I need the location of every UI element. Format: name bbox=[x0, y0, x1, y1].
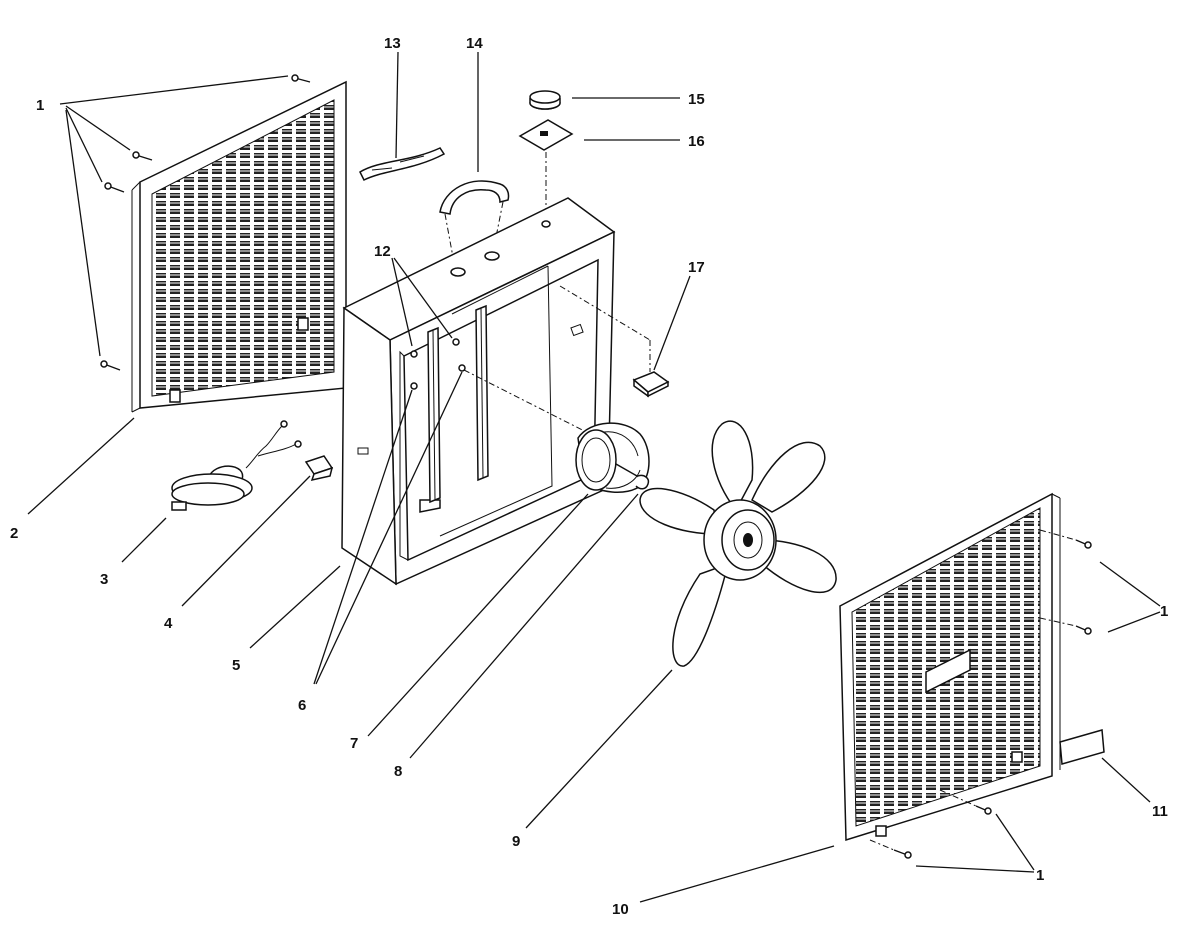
callout-6: 6 bbox=[298, 697, 306, 714]
callout-13: 13 bbox=[384, 35, 401, 52]
screw-icon bbox=[100, 360, 121, 371]
callout-5: 5 bbox=[232, 657, 240, 674]
callout-16: 16 bbox=[688, 133, 705, 150]
callout-4: 4 bbox=[164, 615, 173, 632]
switch-plate bbox=[518, 119, 574, 214]
callout-7: 7 bbox=[350, 735, 358, 752]
front-label-plate bbox=[1059, 729, 1105, 765]
callout-labels: 1 2 3 4 5 6 7 8 9 10 11 12 13 14 15 16 1… bbox=[10, 35, 1168, 918]
front-grille-screws bbox=[869, 529, 1092, 859]
screw-icon bbox=[869, 839, 912, 859]
callout-2: 2 bbox=[10, 525, 18, 542]
callout-3: 3 bbox=[100, 571, 108, 588]
callout-12: 12 bbox=[374, 243, 391, 260]
power-cord bbox=[171, 420, 302, 511]
rear-grille-screws bbox=[100, 74, 311, 371]
callout-1-front-bottom: 1 bbox=[1036, 867, 1044, 884]
callout-11: 11 bbox=[1152, 803, 1168, 820]
fan-motor bbox=[575, 422, 650, 493]
screw-icon bbox=[291, 74, 311, 83]
callout-15: 15 bbox=[688, 91, 705, 108]
callout-8: 8 bbox=[394, 763, 402, 780]
callout-1-top-left: 1 bbox=[36, 97, 44, 114]
leader-lines bbox=[27, 51, 1161, 903]
carry-handle-part bbox=[359, 147, 446, 182]
switch-block bbox=[632, 371, 670, 398]
callout-9: 9 bbox=[512, 833, 520, 850]
screw-icon bbox=[1039, 617, 1092, 635]
callout-17: 17 bbox=[688, 259, 705, 276]
fan-cabinet bbox=[341, 197, 651, 586]
front-grille bbox=[839, 492, 1061, 842]
fan-blade bbox=[639, 420, 837, 667]
screw-icon bbox=[104, 182, 125, 193]
callout-1-front-right: 1 bbox=[1160, 603, 1168, 620]
screw-icon bbox=[132, 151, 153, 161]
strain-relief-clip bbox=[304, 455, 334, 482]
control-knob bbox=[529, 90, 561, 110]
screw-icon bbox=[939, 789, 992, 815]
rear-grille bbox=[131, 80, 347, 413]
callout-14: 14 bbox=[466, 35, 483, 52]
callout-10: 10 bbox=[612, 901, 629, 918]
screw-icon bbox=[1039, 529, 1092, 549]
